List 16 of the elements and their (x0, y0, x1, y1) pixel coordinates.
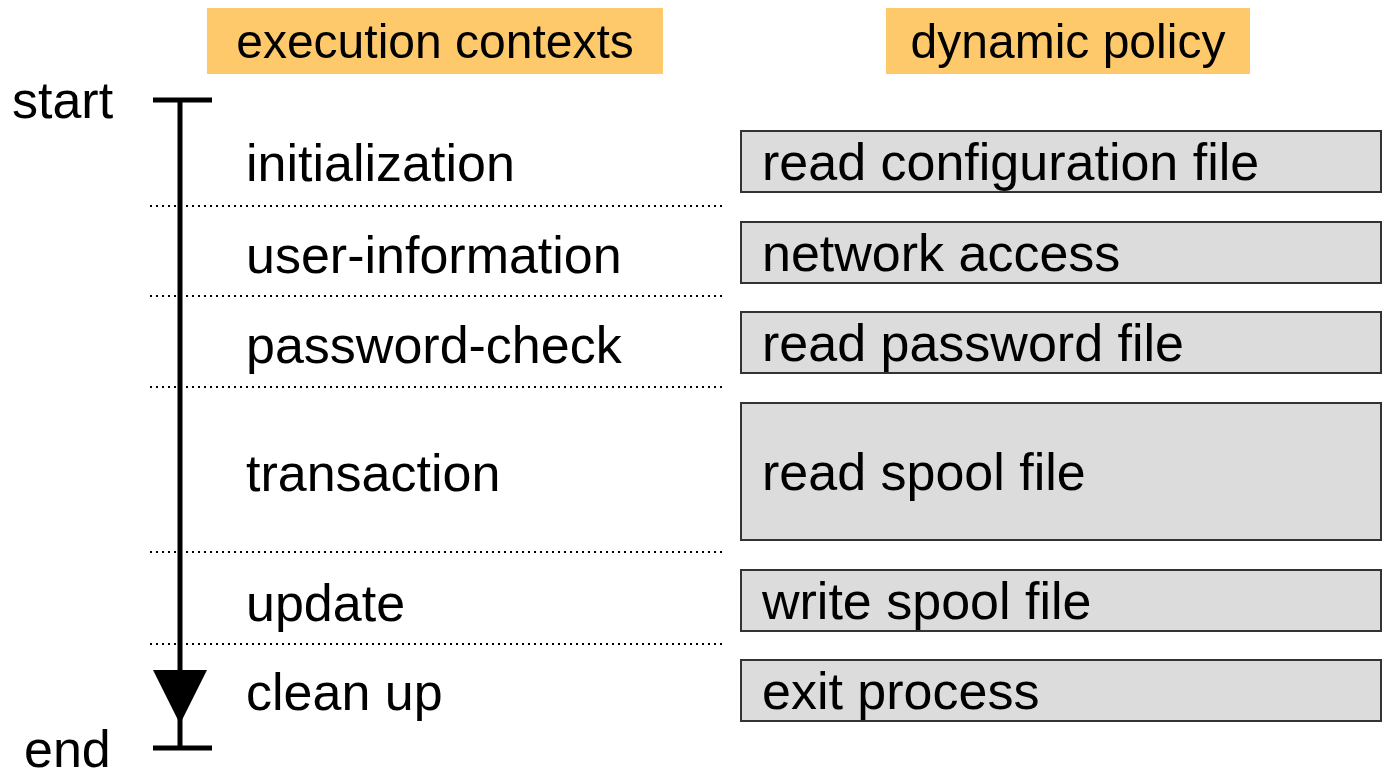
policy-box: read spool file (740, 402, 1382, 541)
context-label: update (246, 573, 406, 633)
context-label: user-information (246, 225, 622, 285)
column-heading: execution contexts (207, 8, 663, 74)
timeline-label: end (24, 724, 212, 774)
timeline-arrow (153, 132, 207, 724)
policy-box: network access (740, 221, 1382, 284)
policy-box: read configuration file (740, 130, 1382, 193)
policy-box: write spool file (740, 569, 1382, 632)
policy-box: read password file (740, 311, 1382, 374)
context-label: transaction (246, 443, 501, 503)
context-label: initialization (246, 133, 515, 193)
context-label: clean up (246, 662, 443, 722)
column-heading: dynamic policy (886, 8, 1250, 74)
policy-box: exit process (740, 659, 1382, 722)
context-label: password-check (246, 315, 622, 375)
